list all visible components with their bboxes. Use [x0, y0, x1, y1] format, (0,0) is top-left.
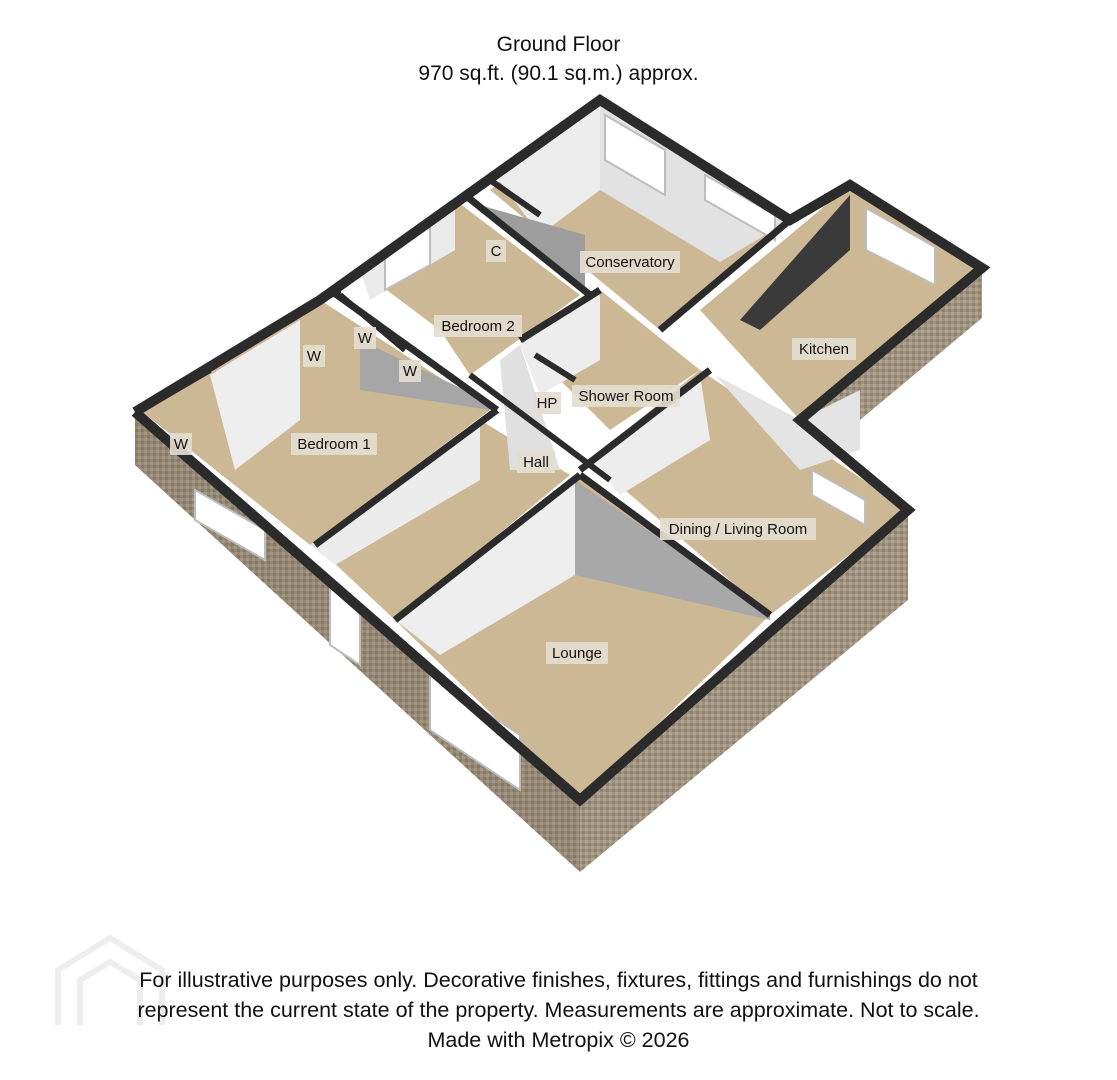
room-label-wardrobe-d: W — [174, 436, 189, 453]
room-label-lounge: Lounge — [552, 645, 602, 662]
label-bedroom2: Bedroom 2 — [434, 315, 522, 337]
room-labels: Conservatory C Bedroom 2 Kitchen W W W W… — [170, 240, 856, 664]
windows — [194, 113, 936, 792]
room-label-bedroom1: Bedroom 1 — [297, 436, 370, 453]
room-label-wardrobe-c: W — [403, 363, 418, 380]
disclaimer-line-2: represent the current state of the prope… — [137, 998, 980, 1022]
room-label-hot-press: HP — [537, 395, 558, 412]
floor-plan: Conservatory C Bedroom 2 Kitchen W W W W… — [131, 93, 991, 872]
label-hot-press: HP — [533, 392, 561, 414]
label-hall: Hall — [517, 451, 555, 473]
floor-area: 970 sq.ft. (90.1 sq.m.) approx. — [418, 62, 699, 85]
watermark-logo-icon — [55, 934, 165, 1025]
room-label-shower-room: Shower Room — [578, 388, 673, 405]
label-bedroom1: Bedroom 1 — [291, 433, 377, 455]
room-label-wardrobe-a: W — [358, 330, 373, 347]
room-label-conservatory: Conservatory — [585, 254, 675, 271]
label-cupboard: C — [486, 240, 506, 262]
room-label-wardrobe-b: W — [307, 348, 322, 365]
copyright-line: Made with Metropix © 2026 — [427, 1028, 690, 1052]
room-label-cupboard: C — [491, 243, 502, 260]
label-conservatory: Conservatory — [580, 251, 680, 273]
room-label-bedroom2: Bedroom 2 — [441, 318, 514, 335]
label-dining-living: Dining / Living Room — [660, 518, 816, 540]
label-shower-room: Shower Room — [572, 385, 680, 407]
label-lounge: Lounge — [546, 642, 608, 664]
label-kitchen: Kitchen — [792, 338, 856, 360]
room-label-hall: Hall — [523, 454, 549, 471]
room-label-dining-living: Dining / Living Room — [669, 521, 807, 538]
disclaimer-line-1: For illustrative purposes only. Decorati… — [139, 968, 978, 992]
label-wardrobe-c: W — [399, 360, 421, 382]
label-wardrobe-a: W — [354, 327, 376, 349]
label-wardrobe-b: W — [303, 345, 325, 367]
room-label-kitchen: Kitchen — [799, 341, 849, 358]
floor-title: Ground Floor — [496, 33, 621, 56]
wall-tops — [131, 93, 991, 807]
label-wardrobe-d: W — [170, 433, 192, 455]
